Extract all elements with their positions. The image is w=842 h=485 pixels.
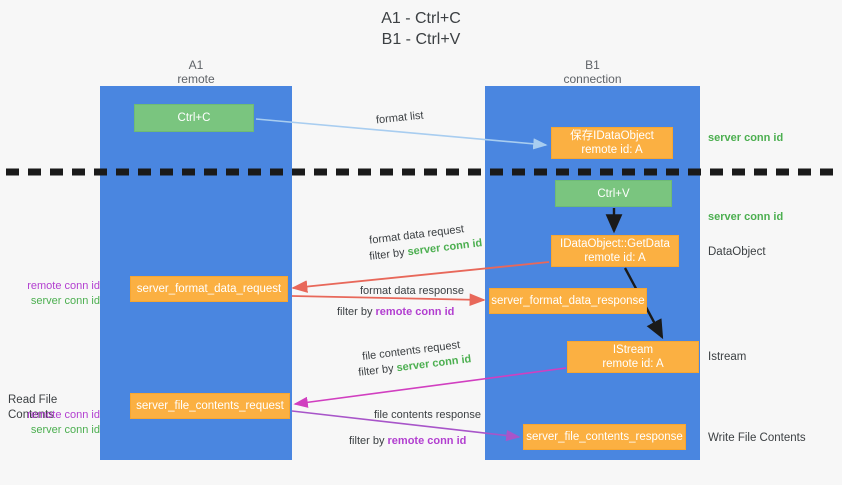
node-server-format-data-request[interactable]: server_format_data_request [130,276,288,302]
annotation-format-list: format list [375,109,425,127]
node-server-format-data-request-label: server_format_data_request [136,283,282,295]
lane-a1-sub: remote [177,72,215,86]
node-ctrl-c-label: Ctrl+C [177,112,211,124]
node-getdata-line1: IDataObject::GetData [560,238,670,250]
filter-prefix: filter by [349,435,388,447]
annotation-file-contents-response: file contents response [374,409,482,421]
node-idataobject-line1: 保存IDataObject [570,130,654,142]
label-read-file-contents: Read File Contents [8,394,58,421]
label-left-conn-ids-1: remote conn id server conn id [10,279,100,309]
lane-b1-name: B1 [585,58,600,72]
node-istream-line1: IStream [612,344,654,356]
node-istream-line2: remote id: A [602,358,664,370]
node-getdata-line2: remote id: A [584,252,646,264]
node-idataobject[interactable]: 保存IDataObject remote id: A [551,127,673,159]
node-server-format-data-response[interactable]: server_format_data_response [489,288,647,314]
lane-header-b1: B1 connection [485,58,700,86]
node-server-format-data-response-label: server_format_data_response [491,295,645,307]
annotation-file-contents-response-filter: filter by remote conn id [349,434,466,449]
node-ctrl-c[interactable]: Ctrl+C [134,104,254,132]
title-line-1: A1 - Ctrl+C [381,10,461,27]
label-dataobject: DataObject [708,246,766,258]
filter-key-remote-conn-id: remote conn id [387,435,467,447]
node-idataobject-line2: remote id: A [581,144,643,156]
filter-prefix: filter by [357,362,398,379]
lane-header-a1: A1 remote [100,58,292,86]
label-server-conn-id-1: server conn id [708,132,784,144]
label-remote-conn-id: remote conn id [27,280,100,292]
filter-prefix: filter by [337,306,376,318]
lane-b1-sub: connection [563,72,622,86]
label-server-conn-id: server conn id [30,424,100,436]
node-server-file-contents-request-label: server_file_contents_request [136,400,284,412]
node-server-file-contents-request[interactable]: server_file_contents_request [130,393,290,419]
node-ctrl-v[interactable]: Ctrl+V [555,180,672,207]
title-line-2: B1 - Ctrl+V [381,31,461,48]
page-title: A1 - Ctrl+C B1 - Ctrl+V [0,8,842,50]
label-server-conn-id: server conn id [30,295,100,307]
label-write-file-contents: Write File Contents [708,432,806,444]
annotation-format-data-response: format data response [360,285,464,297]
label-left-conn-ids-2: remote conn id server conn id [10,408,100,438]
label-remote-conn-id: remote conn id [27,409,100,421]
node-ctrl-v-label: Ctrl+V [597,187,630,200]
filter-prefix: filter by [368,246,409,263]
label-istream: Istream [708,351,747,363]
node-istream[interactable]: IStream remote id: A [567,341,699,373]
label-server-conn-id-2: server conn id [708,211,784,223]
annotation-format-data-response-filter: filter by remote conn id [337,305,454,320]
node-idataobject-getdata[interactable]: IDataObject::GetData remote id: A [551,235,679,267]
node-server-file-contents-response[interactable]: server_file_contents_response [523,424,686,450]
lane-a1-name: A1 [188,58,204,72]
filter-key-remote-conn-id: remote conn id [375,306,455,318]
node-server-file-contents-response-label: server_file_contents_response [526,431,683,443]
